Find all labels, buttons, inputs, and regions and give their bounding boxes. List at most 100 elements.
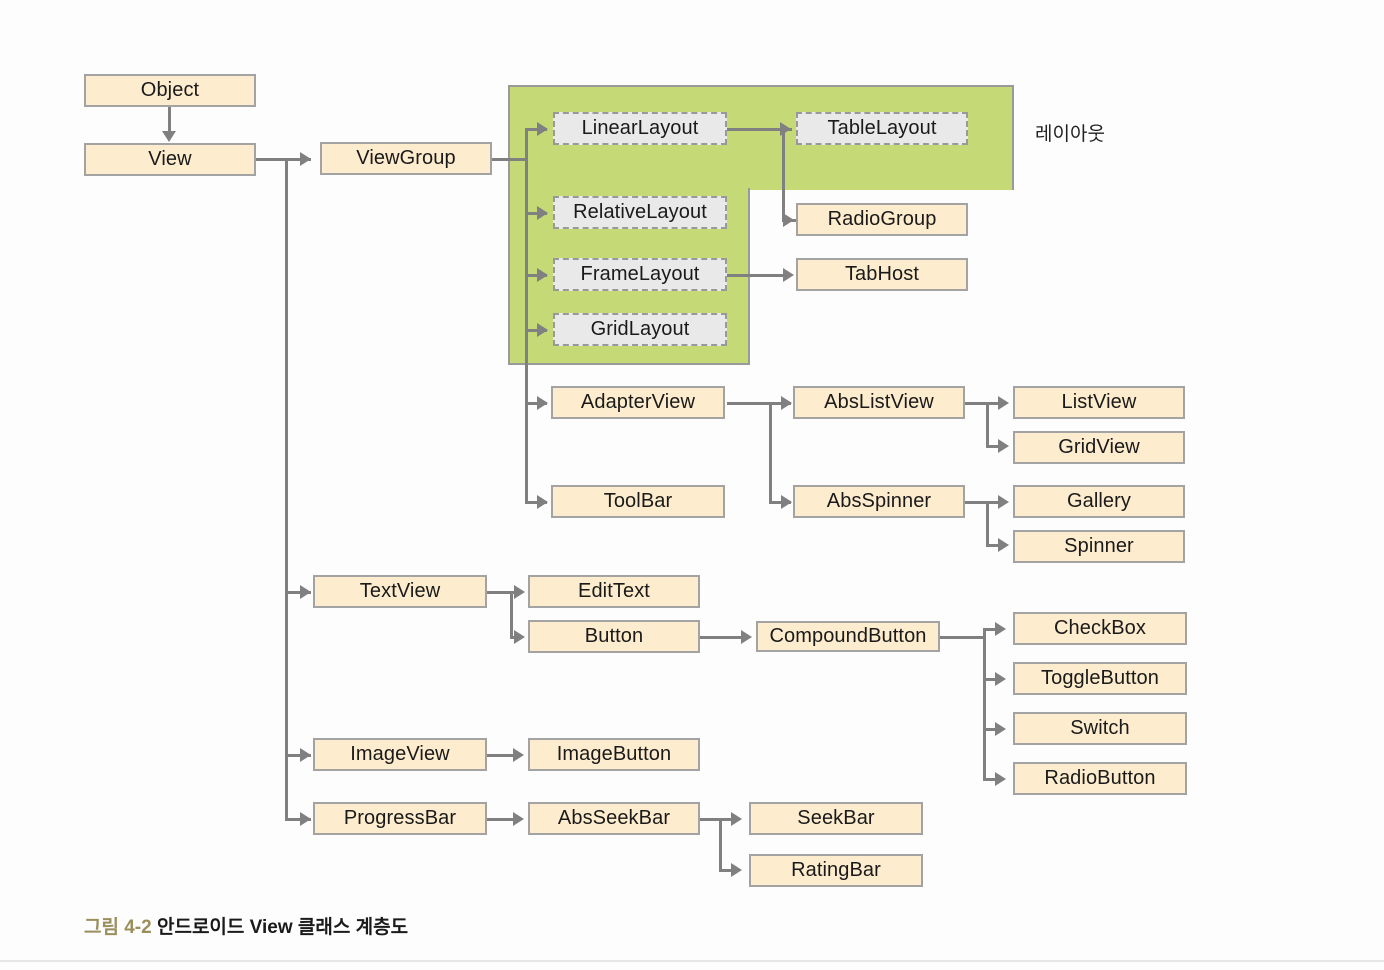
node-gridlayout[interactable]: GridLayout: [553, 313, 727, 346]
node-adapterview[interactable]: AdapterView: [551, 386, 725, 419]
node-imagebutton[interactable]: ImageButton: [528, 738, 700, 771]
connector-absspinner-stub: [963, 501, 989, 504]
connector-linear-stub: [727, 128, 785, 131]
node-seekbar[interactable]: SeekBar: [749, 802, 923, 835]
node-spinner[interactable]: Spinner: [1013, 530, 1185, 563]
node-absseekbar[interactable]: AbsSeekBar: [528, 802, 700, 835]
arrowhead-progressbar: [300, 812, 311, 826]
figure-caption-text: 안드로이드 View 클래스 계층도: [156, 917, 409, 938]
arrowhead-textview: [300, 585, 311, 599]
node-button[interactable]: Button: [528, 620, 700, 653]
arrowhead-abslistview: [781, 396, 792, 410]
connector-abslist-stub: [963, 402, 989, 405]
arrowhead-absspinner: [781, 495, 792, 509]
connector-viewgroup-stub: [492, 158, 528, 161]
node-compoundbutton[interactable]: CompoundButton: [756, 621, 940, 652]
connector-abslist-listview: [986, 402, 1000, 405]
node-gallery[interactable]: Gallery: [1013, 485, 1185, 518]
node-ratingbar[interactable]: RatingBar: [749, 854, 923, 887]
node-listview[interactable]: ListView: [1013, 386, 1185, 419]
arrowhead-button: [514, 630, 525, 644]
arrowhead-absseekbar: [513, 812, 524, 826]
connector-linear-trunk: [782, 128, 785, 221]
connector-progressbar-absseekbar: [487, 818, 515, 821]
node-checkbox[interactable]: CheckBox: [1013, 612, 1187, 645]
node-switch[interactable]: Switch: [1013, 712, 1187, 745]
connector-vg-adapterview: [525, 402, 547, 405]
node-absspinner[interactable]: AbsSpinner: [793, 485, 965, 518]
arrowhead-checkbox: [995, 622, 1006, 636]
connector-absseekbar-seekbar: [719, 818, 733, 821]
arrowhead-viewgroup: [300, 152, 311, 166]
connector-button-compoundbutton: [700, 636, 744, 639]
layout-group-label: 레이아웃: [1035, 124, 1105, 145]
connector-compound-switch: [983, 728, 997, 731]
connector-frame-tabhost: [727, 274, 789, 277]
connector-compound-checkbox: [983, 628, 997, 631]
node-relativelayout[interactable]: RelativeLayout: [553, 196, 727, 229]
connector-view-viewgroup: [285, 158, 311, 161]
connector-compound-trunk: [983, 628, 986, 779]
connector-textview-trunk: [510, 591, 513, 638]
node-object[interactable]: Object: [84, 74, 256, 107]
connector-absseekbar-stub: [700, 818, 722, 821]
connector-view-stub: [255, 158, 287, 161]
arrowhead-listview: [998, 396, 1009, 410]
node-framelayout[interactable]: FrameLayout: [553, 258, 727, 291]
connector-compound-radiobutton: [983, 778, 997, 781]
connector-viewgroup-trunk: [525, 128, 528, 503]
connector-absspinner-trunk: [986, 501, 989, 546]
connector-adapter-stub: [727, 402, 772, 405]
node-tablelayout[interactable]: TableLayout: [796, 112, 968, 145]
connector-object-view: [168, 106, 171, 132]
node-viewgroup[interactable]: ViewGroup: [320, 142, 492, 175]
arrowhead-radiogroup: [783, 213, 794, 227]
bottom-divider: [0, 960, 1384, 962]
node-toolbar[interactable]: ToolBar: [551, 485, 725, 518]
node-radiogroup[interactable]: RadioGroup: [796, 203, 968, 236]
connector-abslist-trunk: [986, 402, 989, 447]
connector-adapter-abslistview: [769, 402, 791, 405]
connector-adapter-absspinner: [769, 501, 791, 504]
connector-imageview-imagebutton: [487, 754, 515, 757]
connector-view-trunk: [285, 158, 288, 820]
node-linearlayout[interactable]: LinearLayout: [553, 112, 727, 145]
arrowhead-edittext: [514, 585, 525, 599]
arrowhead-togglebutton: [995, 672, 1006, 686]
connector-view-textview: [285, 591, 311, 594]
node-edittext[interactable]: EditText: [528, 575, 700, 608]
arrowhead-gallery: [998, 495, 1009, 509]
arrowhead-gridlayout: [537, 323, 548, 337]
arrowhead-switch: [995, 722, 1006, 736]
node-imageview[interactable]: ImageView: [313, 738, 487, 771]
node-radiobutton[interactable]: RadioButton: [1013, 762, 1187, 795]
arrowhead-framelayout: [537, 268, 548, 282]
node-view[interactable]: View: [84, 143, 256, 176]
connector-compound-stub: [940, 636, 986, 639]
arrowhead-tablelayout: [780, 122, 791, 136]
arrowhead-object-view: [162, 131, 176, 142]
arrowhead-compoundbutton: [741, 630, 752, 644]
connector-vg-linearlayout: [525, 128, 547, 131]
arrowhead-imagebutton: [513, 748, 524, 762]
connector-vg-framelayout: [525, 274, 547, 277]
node-togglebutton[interactable]: ToggleButton: [1013, 662, 1187, 695]
connector-absspinner-gallery: [986, 501, 1000, 504]
arrowhead-toolbar: [537, 495, 548, 509]
connector-textview-stub: [487, 591, 513, 594]
node-abslistview[interactable]: AbsListView: [793, 386, 965, 419]
connector-view-imageview: [285, 754, 311, 757]
layout-group-panel-seam: [510, 186, 748, 192]
arrowhead-seekbar: [731, 812, 742, 826]
node-tabhost[interactable]: TabHost: [796, 258, 968, 291]
connector-vg-toolbar: [525, 501, 547, 504]
node-textview[interactable]: TextView: [313, 575, 487, 608]
arrowhead-linearlayout: [537, 122, 548, 136]
node-gridview[interactable]: GridView: [1013, 431, 1185, 464]
connector-abslist-gridview: [986, 445, 1000, 448]
figure-caption: 그림 4-2 안드로이드 View 클래스 계층도: [84, 912, 408, 939]
node-progressbar[interactable]: ProgressBar: [313, 802, 487, 835]
connector-absseekbar-ratingbar: [719, 869, 733, 872]
arrowhead-gridview: [998, 439, 1009, 453]
